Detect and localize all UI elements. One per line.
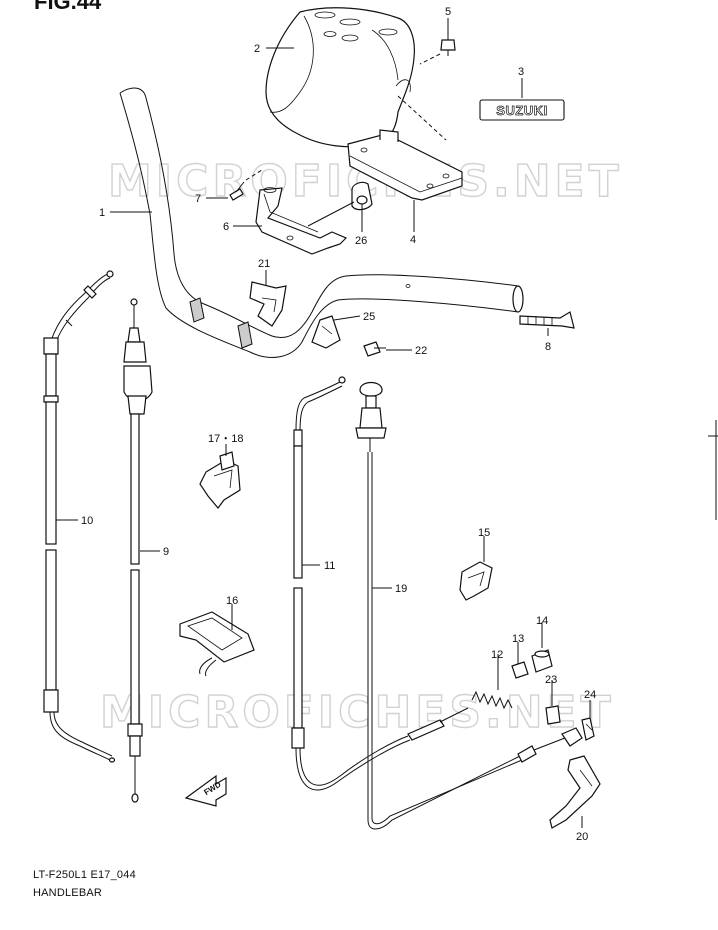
spring-12 [471,690,513,710]
cable-10 [43,270,116,763]
cable-11 [291,376,469,791]
callout-23: 24 [584,689,596,701]
callout-15: 15 [478,527,490,539]
callout-21: 22 [415,345,427,357]
callout-14: 14 [536,615,548,627]
callout-2: 2 [254,43,260,55]
lever-holder [561,727,583,747]
callout-7: 7 [195,193,201,205]
lever-24 [549,755,601,829]
callout-12: 12 [491,649,503,661]
callout-labels: 2 5 3 4 7 6 26 1 21 25 22 8 10 9 17・18 1… [81,6,596,843]
screw-5 [419,26,456,65]
clamp-20 [249,281,287,327]
clip-23 [581,717,595,741]
callout-16: 16 [226,595,238,607]
callout-24: 20 [576,831,588,843]
callout-5: 5 [445,6,451,18]
clamp-15 [459,561,493,601]
callout-26: 26 [355,235,367,247]
callout-13: 13 [512,633,524,645]
clamp-17-18 [199,451,241,509]
leader-lines [56,18,591,828]
bracket-16 [179,611,255,677]
callout-25: 25 [363,311,375,323]
callout-19: 19 [395,583,407,595]
badge-text: SUZUKI [496,103,547,118]
handlebar-cover [265,7,415,148]
callout-6: 6 [223,221,229,233]
figure-title: FIG.44 [34,0,102,14]
bolt-21 [363,341,386,357]
callout-3: 3 [518,66,524,78]
watermark-bottom: MICROFICHES.NET [100,687,615,738]
callout-22: 23 [545,674,557,686]
bolt-22 [545,705,561,725]
bracket-6 [255,187,348,255]
grommet-26 [307,181,373,227]
figure-caption: HANDLEBAR [33,887,103,899]
callout-1: 1 [99,207,105,219]
cable-19 [355,381,571,830]
cable-9 [123,298,153,803]
callout-8: 8 [545,341,551,353]
fwd-arrow-icon: FWD [184,774,227,807]
callout-10: 10 [81,515,93,527]
callout-17-18: 17・18 [208,433,243,445]
bracket-4 [347,95,463,201]
clip-25 [311,315,341,349]
adjuster-14 [531,649,553,673]
callout-9: 9 [163,546,169,558]
nut-13 [511,661,529,679]
callout-11: 11 [324,560,335,572]
suzuki-badge: SUZUKI [479,99,565,121]
model-code: LT-F250L1 E17_044 [33,869,136,881]
bolt-7 [229,169,263,201]
callout-20: 21 [258,258,270,270]
callout-4: 4 [410,234,416,246]
bolt-8 [519,311,575,329]
handlebar-1 [119,87,524,358]
